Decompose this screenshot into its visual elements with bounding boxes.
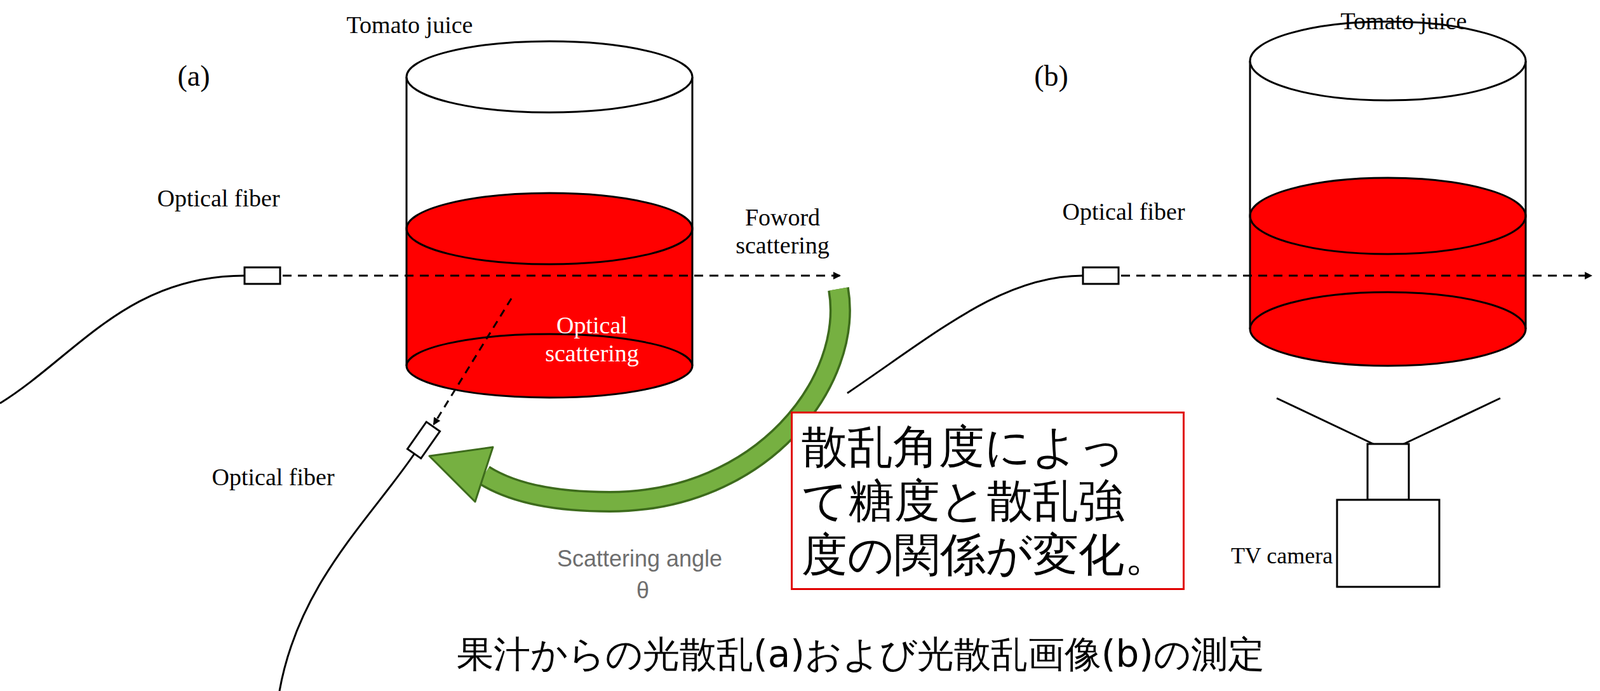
light-beam: [1121, 275, 1592, 277]
callout-box: 散乱角度によっ て糖度と散乱強 度の関係が変化。: [790, 411, 1185, 591]
fiber-connector: [1082, 267, 1119, 284]
scatter-label: Optical scattering: [525, 311, 659, 368]
angle-symbol: θ: [636, 577, 650, 604]
fiber-connector: [407, 421, 440, 459]
scattering-angle-arrow: [429, 289, 841, 502]
camera-label: TV camera: [1230, 543, 1333, 570]
sample-label: Tomato juice: [1340, 7, 1468, 36]
figure-caption: 果汁からの光散乱(a)および光散乱画像(b)の測定: [456, 633, 1265, 676]
beam-label: Foword scattering: [709, 203, 856, 260]
beaker-b: [1250, 21, 1526, 366]
angle-label: Scattering angle: [557, 545, 723, 572]
fiber-label: Optical fiber: [211, 463, 335, 492]
scattered-beam: [433, 298, 512, 425]
panel-letter: (b): [1034, 59, 1069, 94]
beaker-a: [406, 41, 693, 398]
light-beam: [282, 275, 840, 277]
fiber-cable: [847, 275, 1083, 394]
fiber-label: Optical fiber: [156, 184, 280, 213]
fiber-connector: [244, 267, 281, 284]
callout-text: 散乱角度によっ て糖度と散乱強 度の関係が変化。: [801, 419, 1174, 582]
sample-label: Tomato juice: [346, 11, 474, 40]
fiber-cable: [0, 275, 245, 404]
fiber-label: Optical fiber: [1062, 198, 1185, 227]
panel-letter: (a): [177, 59, 210, 94]
